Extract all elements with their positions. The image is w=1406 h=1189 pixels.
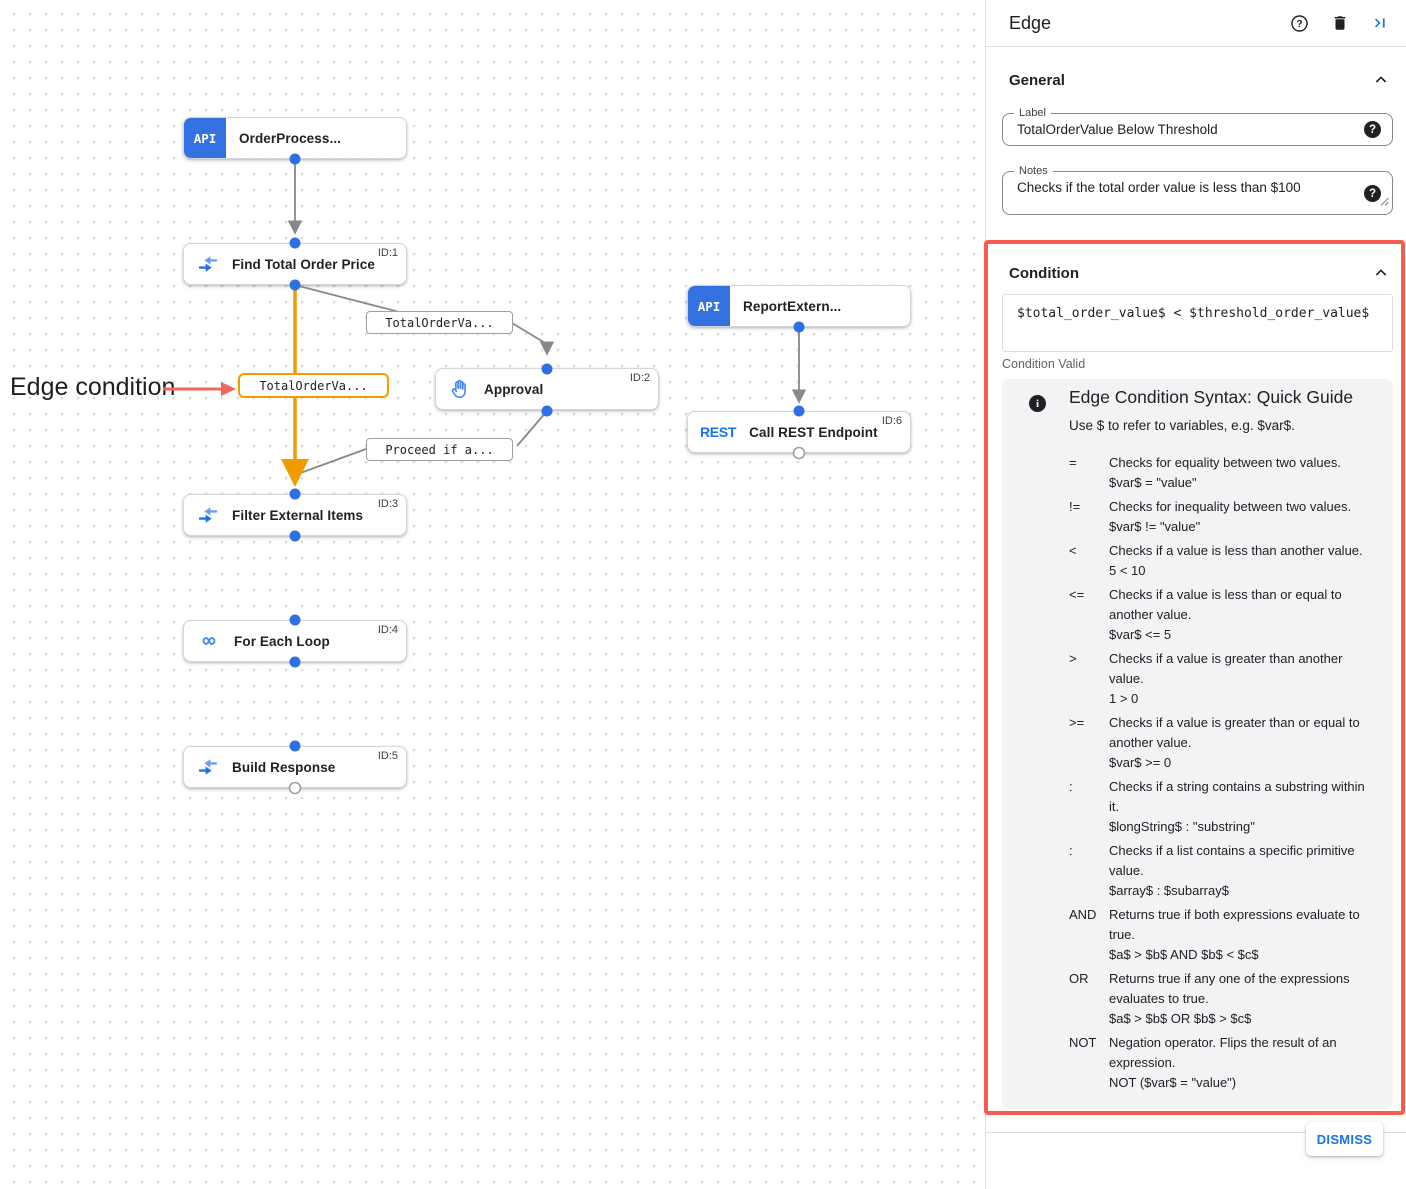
collapse-general-icon[interactable]: [1373, 72, 1389, 93]
loop-icon: [197, 630, 221, 652]
guide-entry: >Checks if a value is greater than anoth…: [1069, 651, 1343, 706]
node-find-total-order-price[interactable]: Find Total Order Price ID:1: [183, 243, 407, 285]
node-order-process-trigger[interactable]: API OrderProcess...: [183, 117, 407, 159]
edge-label-proceed-if[interactable]: Proceed if a...: [366, 438, 513, 461]
guide-subtitle: Use $ to refer to variables, e.g. $var$.: [1069, 418, 1295, 433]
general-section-heading: General: [1009, 72, 1065, 89]
guide-entry: =Checks for equality between two values.…: [1069, 455, 1341, 490]
notes-field[interactable]: Notes Checks if the total order value is…: [1002, 165, 1393, 215]
node-label: Find Total Order Price: [232, 256, 375, 272]
node-label: Filter External Items: [232, 507, 364, 523]
guide-entry: !=Checks for inequality between two valu…: [1069, 499, 1352, 534]
collapse-panel-icon[interactable]: [1370, 12, 1392, 34]
node-id-badge: ID:5: [377, 750, 398, 762]
label-field[interactable]: Label TotalOrderValue Below Threshold ?: [1002, 107, 1393, 146]
node-label: ReportExtern...: [743, 298, 842, 314]
label-field-label: Label: [1014, 107, 1051, 119]
node-id-badge: ID:6: [881, 415, 902, 427]
node-id-badge: ID:3: [377, 498, 398, 510]
edge-label-totalordervalue[interactable]: TotalOrderVa...: [366, 311, 513, 334]
notes-help-icon[interactable]: ?: [1364, 185, 1381, 202]
node-call-rest-endpoint[interactable]: REST Call REST Endpoint ID:6: [687, 411, 911, 453]
data-mapping-icon: [197, 504, 219, 526]
guide-entry: >=Checks if a value is greater than or e…: [1069, 715, 1360, 770]
api-trigger-icon: API: [184, 118, 226, 158]
edge-label-totalordervalue-selected[interactable]: TotalOrderVa...: [238, 373, 389, 398]
edge-config-panel: Edge ? General Label TotalOrderValue Bel…: [984, 0, 1406, 1189]
notes-field-value[interactable]: Checks if the total order value is less …: [1017, 180, 1301, 195]
node-label: For Each Loop: [234, 633, 330, 649]
notes-field-label: Notes: [1014, 165, 1053, 177]
delete-icon[interactable]: [1329, 12, 1351, 34]
node-id-badge: ID:2: [629, 372, 650, 384]
api-trigger-icon: API: [688, 286, 730, 326]
node-for-each-loop[interactable]: For Each Loop ID:4: [183, 620, 407, 662]
help-icon[interactable]: ?: [1288, 12, 1310, 34]
label-help-icon[interactable]: ?: [1364, 121, 1381, 138]
data-mapping-icon: [197, 253, 219, 275]
collapse-condition-icon[interactable]: [1373, 265, 1389, 286]
node-label: Build Response: [232, 759, 336, 775]
panel-header: Edge ?: [986, 0, 1406, 47]
workflow-edges: [281, 153, 807, 795]
edge-condition-annotation: Edge condition: [10, 373, 176, 401]
node-label: Approval: [484, 381, 544, 397]
condition-syntax-guide: i Edge Condition Syntax: Quick Guide Use…: [1002, 379, 1393, 1109]
condition-input[interactable]: $total_order_value$ < $threshold_order_v…: [1002, 294, 1393, 352]
guide-entry: :Checks if a list contains a specific pr…: [1069, 843, 1355, 898]
guide-title: Edge Condition Syntax: Quick Guide: [1069, 387, 1354, 407]
node-report-external-trigger[interactable]: API ReportExtern...: [687, 285, 911, 327]
node-approval[interactable]: Approval ID:2: [435, 368, 659, 410]
rest-task-icon: REST: [700, 424, 737, 440]
annotation-arrow-icon: [163, 382, 236, 396]
guide-entry: :Checks if a string contains a substring…: [1069, 779, 1365, 834]
resize-handle-icon[interactable]: [1380, 193, 1389, 211]
panel-footer-divider: [986, 1132, 1406, 1133]
node-id-badge: ID:4: [377, 624, 398, 636]
node-label: Call REST Endpoint: [749, 424, 878, 440]
condition-section-heading: Condition: [1009, 265, 1079, 282]
node-build-response[interactable]: Build Response ID:5: [183, 746, 407, 788]
info-icon: i: [1029, 395, 1046, 412]
condition-status: Condition Valid: [1002, 357, 1086, 371]
guide-entry: <Checks if a value is less than another …: [1069, 543, 1363, 578]
svg-text:?: ?: [1296, 19, 1302, 30]
approval-hand-icon: [449, 378, 471, 400]
node-filter-external-items[interactable]: Filter External Items ID:3: [183, 494, 407, 536]
data-mapping-icon: [197, 756, 219, 778]
panel-title: Edge: [1009, 12, 1052, 33]
condition-expression[interactable]: $total_order_value$ < $threshold_order_v…: [1017, 306, 1370, 321]
guide-entry: <=Checks if a value is less than or equa…: [1069, 587, 1342, 642]
dismiss-button[interactable]: DISMISS: [1306, 1122, 1383, 1156]
node-id-badge: ID:1: [377, 247, 398, 259]
label-field-value[interactable]: TotalOrderValue Below Threshold: [1017, 122, 1218, 137]
workflow-canvas[interactable]: API OrderProcess... Find Total Order Pri…: [0, 0, 985, 1189]
node-label: OrderProcess...: [239, 130, 342, 146]
